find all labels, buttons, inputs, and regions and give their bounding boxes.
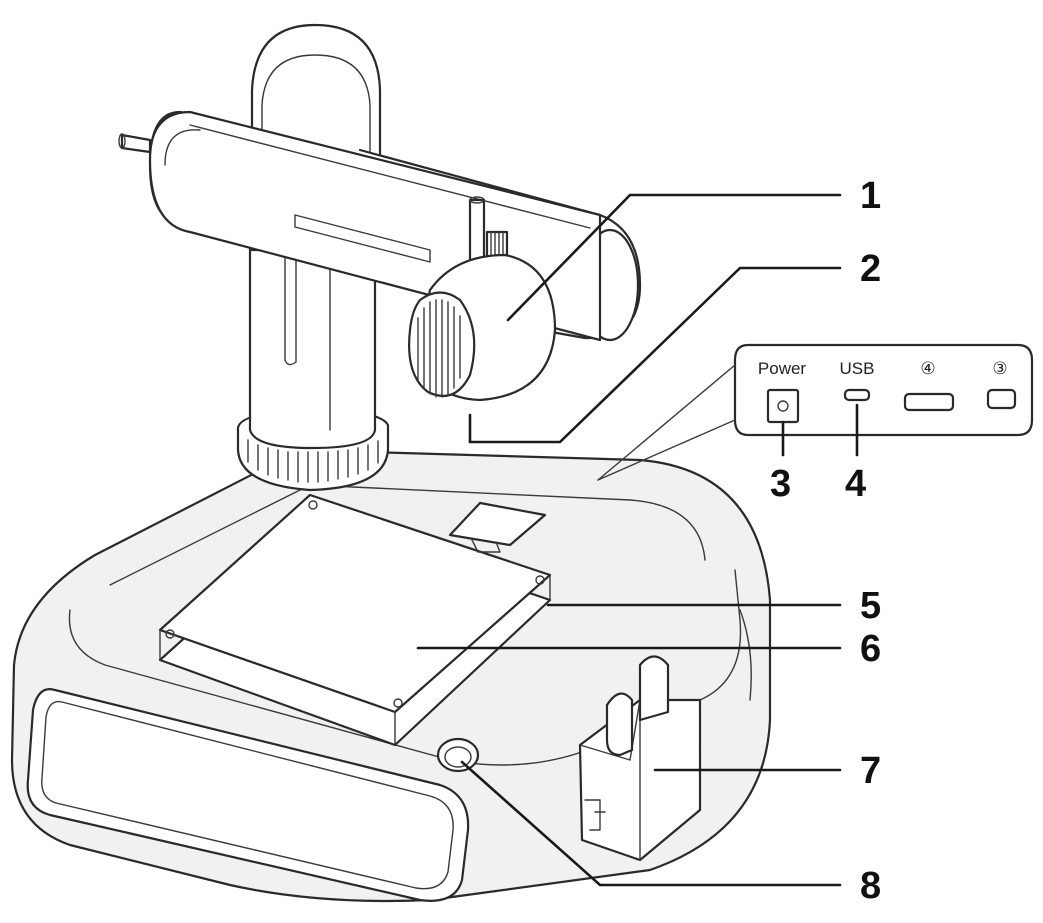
leader-8 — [460, 760, 842, 887]
port-panel: Power USB ④ ③ — [597, 343, 1034, 481]
callout-4: 4 — [845, 463, 866, 505]
callout-leaders — [416, 193, 842, 887]
power-button — [436, 737, 480, 773]
callout-2: 2 — [860, 248, 881, 290]
callout-7: 7 — [860, 750, 881, 792]
port-b — [986, 388, 1017, 410]
port-a-label: ④ — [920, 359, 935, 379]
callout-8: 8 — [860, 865, 881, 907]
leader-1 — [506, 193, 842, 322]
usb-label: USB — [840, 359, 875, 378]
filament-holder — [578, 655, 702, 862]
port-b-label: ③ — [992, 359, 1007, 379]
port-a — [903, 392, 955, 412]
power-port — [766, 388, 800, 424]
callout-5: 5 — [860, 585, 881, 627]
usb-port — [843, 388, 871, 402]
print-head — [408, 196, 557, 402]
leader-2 — [468, 266, 842, 444]
build-plate — [158, 493, 552, 747]
power-label: Power — [758, 359, 807, 378]
callout-numbers: 1 2 3 4 5 6 7 8 — [770, 175, 881, 907]
callout-3: 3 — [770, 463, 791, 505]
callout-6: 6 — [860, 628, 881, 670]
callout-1: 1 — [860, 175, 881, 217]
